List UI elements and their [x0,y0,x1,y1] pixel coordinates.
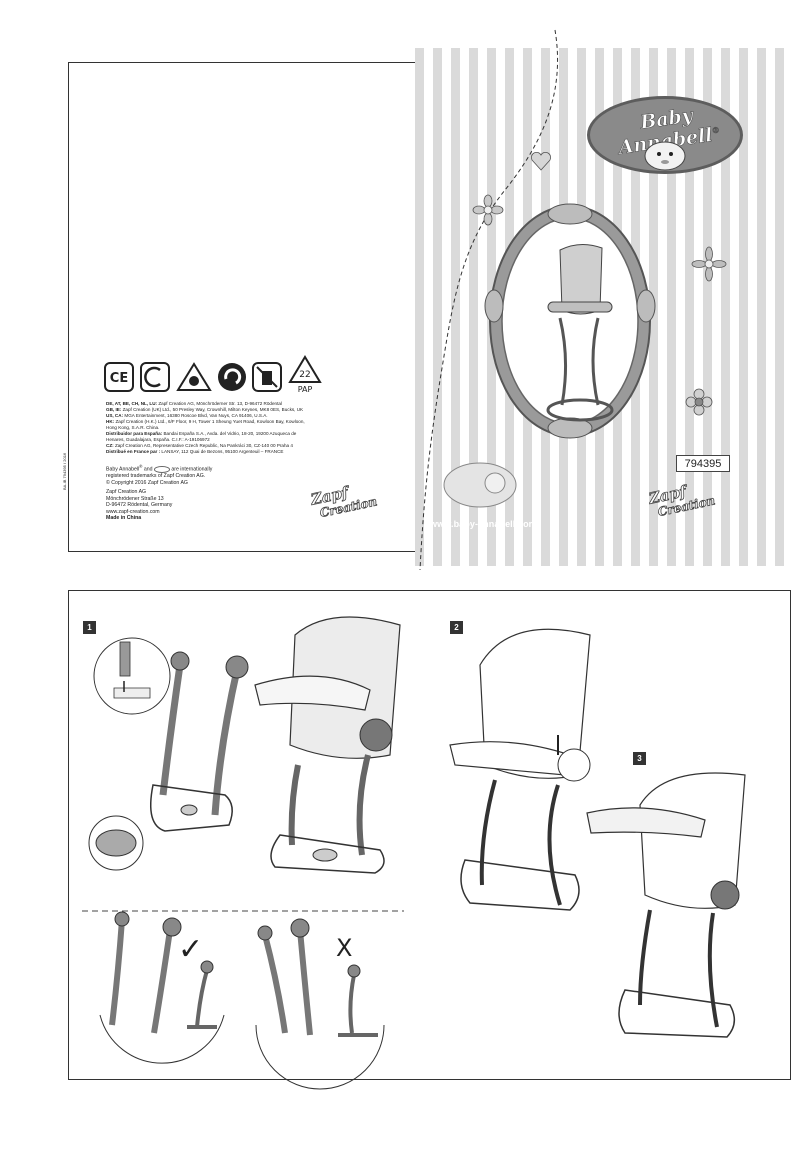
incorrect-assembly-illustration [255,918,385,1090]
step-3-badge: 3 [633,752,646,765]
recycling-icon [218,363,246,391]
company-address: Zapf Creation AG Mönchrödener Straße 13 … [106,489,173,521]
logo-badge-detail [88,815,144,871]
flower-icon [685,388,713,416]
lamb-icon [644,141,686,171]
svg-text:CE: CE [110,371,128,386]
manufacturer-addresses: DE, AT, BE, CH, NL, LU: Zapf Creation AG… [106,401,305,454]
step-3-chair-illustration [586,772,746,1038]
step-2-badge: 2 [450,621,463,634]
flower-icon [472,194,504,226]
highchair-illustration [546,244,614,422]
ce-mark-icon: CE [104,362,134,392]
detail-circle-illustration [93,637,171,715]
step-1-badge: 1 [83,621,96,634]
correct-check-icon: ✓ [178,933,204,966]
heart-icon [531,151,551,171]
product-frame [484,203,656,439]
section-divider [82,910,404,912]
paper-recycling-icon: 22 PAP [288,355,322,394]
svg-text:PAP: PAP [298,385,313,394]
seam-line [419,29,558,571]
warning-triangle-icon [176,362,212,391]
incorrect-x-icon: X [336,934,353,962]
flower-icon [691,246,727,282]
website-url: www.baby-annabell.com [430,519,537,529]
waste-bin-icon [252,362,282,392]
step-1-chair-illustration [254,616,401,874]
trademark-notice: Baby Annabell® and are internationally r… [106,464,213,486]
svg-text:22: 22 [299,370,310,380]
side-code: BA-IB 794395 / 2016 [62,452,67,490]
age-warning-icon [140,362,170,392]
sheep-illustration [443,462,517,508]
article-number: 794395 [676,455,730,472]
step-2-chair-illustration [449,628,591,911]
correct-assembly-illustration [99,911,225,1064]
step-1-legs-illustration [150,651,249,832]
